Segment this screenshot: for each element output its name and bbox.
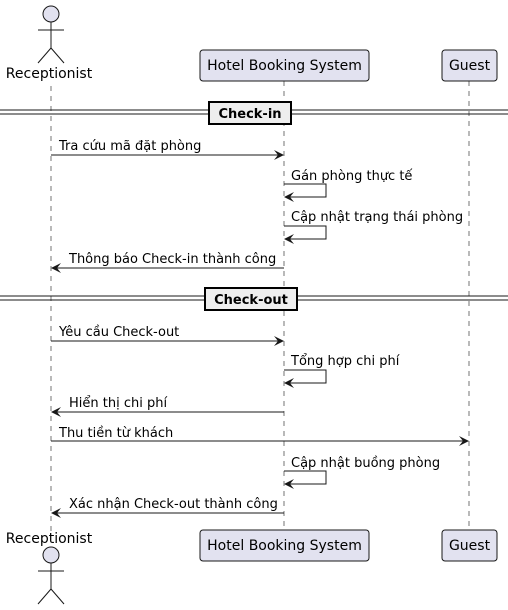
message-label: Hiển thị chi phí: [69, 396, 167, 411]
message-arrow: [284, 183, 327, 202]
message-2-self: Gán phòng thực tế: [284, 169, 412, 202]
actor-receptionist-top: Receptionist: [6, 5, 93, 82]
message-label: Xác nhận Check-out thành công: [69, 497, 278, 512]
actor-right-leg: [50, 47, 65, 64]
participant-box: [441, 529, 498, 562]
message-label: Cập nhật trạng thái phòng: [291, 210, 463, 225]
participant-hotel-booking-system-bottom: Hotel Booking System: [199, 529, 370, 562]
message-label: Tra cứu mã đặt phòng: [58, 139, 201, 154]
message-label: Thu tiền từ khách: [58, 426, 173, 441]
participant-label-bottom: Hotel Booking System: [207, 538, 362, 554]
message-4: Thông báo Check-in thành công: [51, 252, 284, 273]
message-arrow: [284, 369, 327, 388]
message-label: Yêu cầu Check-out: [58, 325, 179, 340]
message-arrow: [284, 470, 327, 489]
divider-label-box: [204, 287, 298, 311]
section-divider-checkin: Check-in: [0, 101, 508, 125]
message-9-self: Cập nhật buồng phòng: [284, 456, 440, 489]
participant-hotel-booking-system-top: Hotel Booking System: [199, 49, 370, 82]
actor-right-leg: [50, 588, 65, 605]
participant-guest-bottom: Guest: [441, 529, 498, 562]
actor-label-top: Receptionist: [6, 66, 93, 82]
actor-head-icon: [42, 546, 60, 564]
participant-label-top: Hotel Booking System: [207, 58, 362, 74]
message-label: Gán phòng thực tế: [291, 169, 412, 184]
message-7: Hiển thị chi phí: [51, 396, 284, 417]
message-3-self: Cập nhật trạng thái phòng: [284, 210, 463, 244]
actor-head-icon: [42, 5, 60, 23]
message-label: Cập nhật buồng phòng: [291, 456, 440, 471]
message-5: Yêu cầu Check-out: [51, 325, 284, 346]
message-arrow: [284, 225, 327, 244]
participant-box: [199, 529, 370, 562]
section-title: Check-in: [218, 107, 281, 122]
message-1: Tra cứu mã đặt phòng: [51, 139, 284, 160]
actor-receptionist-bottom: Receptionist: [6, 531, 93, 605]
message-8: Thu tiền từ khách: [51, 426, 469, 446]
actor-label-bottom: Receptionist: [6, 531, 93, 547]
message-6-self: Tổng hợp chi phí: [284, 354, 400, 388]
participant-label-bottom: Guest: [449, 538, 491, 554]
section-divider-checkout: Check-out: [0, 287, 508, 311]
divider-label-box: [208, 101, 292, 125]
participant-box: [441, 49, 498, 82]
message-10: Xác nhận Check-out thành công: [51, 497, 284, 518]
participant-box: [199, 49, 370, 82]
section-title: Check-out: [214, 293, 288, 308]
participant-label-top: Guest: [449, 58, 491, 74]
participant-guest-top: Guest: [441, 49, 498, 82]
actor-left-leg: [37, 47, 52, 64]
actor-left-leg: [37, 588, 52, 605]
message-label: Thông báo Check-in thành công: [68, 252, 276, 267]
message-label: Tổng hợp chi phí: [290, 354, 400, 369]
